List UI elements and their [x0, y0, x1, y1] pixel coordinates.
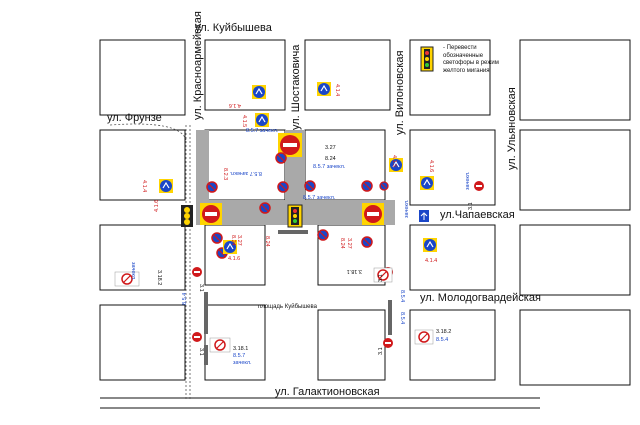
label-zachekl: зачекл.	[404, 199, 410, 218]
label-3-18-1: 3.18.1	[347, 268, 362, 274]
label-3-1: 3.1	[198, 284, 204, 292]
label-3-18-2: 3.18.2	[156, 270, 162, 285]
street-chapaevskaya: ул.Чапаевская	[440, 209, 515, 221]
label-8-5-4: 8.5.4	[436, 337, 448, 343]
street-ulyanovskaya: ул. Ульяновская	[506, 87, 518, 170]
label-8-24: 8.24	[339, 238, 345, 249]
label-8-5-7: 8.5.7 зачекл.	[313, 164, 346, 170]
block	[409, 224, 496, 291]
street-vilonovskaya: ул. Вилоновская	[394, 50, 406, 135]
block	[519, 309, 631, 386]
square-block	[204, 304, 266, 381]
label-4-1-5: 4.1.5	[241, 115, 247, 127]
direction-sign-icons	[159, 82, 437, 254]
legend-traffic-light-icon	[420, 46, 434, 72]
no-entry-sign-icon	[362, 203, 384, 225]
tram-lines	[109, 123, 191, 400]
label-3-27: 3.27	[325, 145, 336, 151]
square-block	[317, 309, 386, 381]
no-entry-sign-icon	[200, 203, 222, 225]
block	[204, 39, 286, 111]
city-blocks	[99, 39, 631, 409]
tram-stops	[204, 230, 392, 365]
block	[519, 39, 631, 121]
label-4-1-6: 4.1.6	[154, 200, 160, 212]
label-8-5-4: 8.5.4	[399, 290, 405, 302]
label-8-5-4: 8.5.4	[182, 293, 188, 305]
square-label: площадь Куйбышева	[258, 303, 318, 310]
block	[99, 129, 186, 201]
no-turn-sign-icons	[114, 267, 434, 353]
block	[99, 39, 186, 116]
label-4-1-4: 4.1.4	[141, 180, 147, 192]
block	[409, 309, 496, 381]
label-4-1-4: 4.1.4	[425, 258, 437, 264]
block	[409, 39, 491, 116]
label-3-1: 3.1	[468, 202, 474, 210]
label-4-1-5: 4.1.6	[228, 256, 240, 262]
traffic-light-icon	[181, 205, 193, 227]
block	[99, 304, 186, 381]
label-3-18-1: 3.18.1	[233, 346, 248, 352]
label-3-18-2: 3.18.2	[436, 329, 451, 335]
label-3-27: 3.27	[346, 238, 352, 249]
label-4-1-6: 4.1.6	[229, 102, 241, 108]
label-8-5-7: 8.5.7 зачекл.	[246, 128, 279, 134]
traffic-light-icon	[287, 204, 303, 228]
street-frunze: ул. Фрунзе	[107, 112, 162, 124]
label-4-1-5: 4.1.5	[391, 155, 397, 167]
label-zachekl: зачекл.	[130, 262, 136, 281]
label-zachekl: зачекл.	[465, 171, 471, 190]
street-shostakovicha: ул. Шостаковича	[290, 44, 302, 130]
block	[519, 129, 631, 211]
label-3-1: 3.1	[378, 274, 384, 282]
street-molodogvardeyskaya: ул. Молодогвардейская	[420, 292, 541, 304]
block	[409, 129, 496, 206]
label-8-24: 8.24	[325, 156, 336, 162]
label-8-5-7: 8.5.7 зачекл.	[229, 170, 262, 176]
block	[519, 224, 631, 296]
label-8-5-7: 8.5.7	[233, 353, 245, 359]
block	[304, 39, 391, 111]
label-8-24: 8.24	[230, 235, 236, 246]
label-8-24: 8.24	[264, 236, 270, 247]
label-3-1: 3.1	[378, 347, 384, 355]
label-4-1-4: 4.1.4	[334, 84, 340, 96]
label-4-1-6: 4.1.6	[428, 160, 434, 172]
street-krasnoarmeyskaya: ул. Красноармейская	[192, 11, 204, 120]
label-3-27: 3.27	[236, 235, 242, 246]
label-8-5-4: 8.5.4	[399, 312, 405, 324]
label-zachekl: зачекл.	[233, 360, 252, 366]
label-8-5-7: 8.5.7 зачекл.	[303, 195, 336, 201]
label-8-2-3: 8.2.3	[222, 168, 228, 180]
label-3-1: 3.1	[198, 348, 204, 356]
legend-text: - Перевести обозначенные светофоры в реж…	[443, 45, 499, 74]
street-kuybysheva: ул. Куйбышева	[195, 22, 273, 34]
block	[99, 224, 186, 291]
street-galaktionovskaya: ул. Галактионовская	[275, 386, 380, 398]
